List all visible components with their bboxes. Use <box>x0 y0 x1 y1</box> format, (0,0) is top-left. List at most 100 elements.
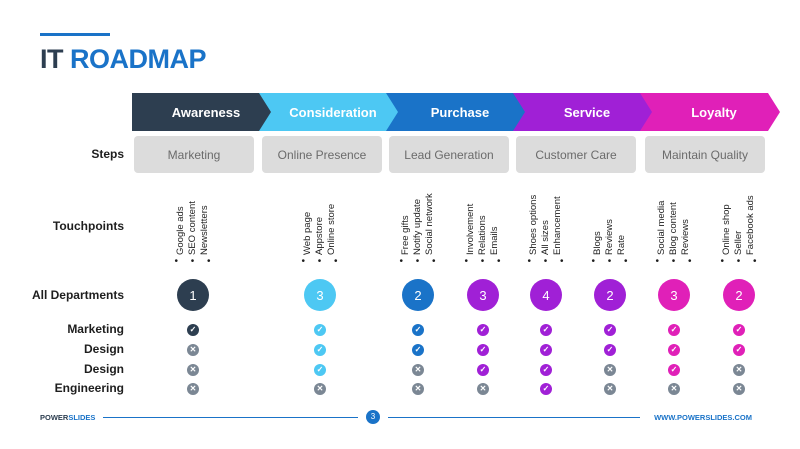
row-label-design-2: Design <box>83 362 124 376</box>
check-icon: ✓ <box>314 344 326 356</box>
row-label-design: Design <box>83 342 124 356</box>
step-box: Maintain Quality <box>645 136 765 173</box>
step-box: Lead Generation <box>389 136 509 173</box>
ellipsis-dots: • • • <box>591 256 633 267</box>
touchpoint-label: Newsletters <box>199 205 210 255</box>
page-title: IT ROADMAP <box>40 44 207 75</box>
check-icon: ✓ <box>540 324 552 336</box>
stage-arrow-loyalty: Loyalty <box>640 93 780 131</box>
cross-icon: ✕ <box>412 383 424 395</box>
check-icon: ✓ <box>187 324 199 336</box>
check-icon: ✓ <box>314 364 326 376</box>
department-count-badge: 3 <box>467 279 499 311</box>
page-number: 3 <box>366 410 380 424</box>
touchpoint-label: Reviews <box>680 219 691 255</box>
stage-arrow-purchase: Purchase <box>386 93 526 131</box>
department-count-badge: 1 <box>177 279 209 311</box>
touchpoint-label: Appstore <box>314 216 325 255</box>
cross-icon: ✕ <box>733 364 745 376</box>
department-count-badge: 2 <box>402 279 434 311</box>
check-icon: ✓ <box>412 344 424 356</box>
cross-icon: ✕ <box>668 383 680 395</box>
touchpoint-label: Social network <box>424 193 435 255</box>
stage-arrow-service: Service <box>513 93 653 131</box>
step-box: Online Presence <box>262 136 382 173</box>
row-label-steps: Steps <box>91 147 124 161</box>
check-icon: ✓ <box>604 344 616 356</box>
stage-arrow-awareness: Awareness <box>132 93 272 131</box>
row-label-touchpoints: Touchpoints <box>52 219 124 233</box>
check-icon: ✓ <box>540 344 552 356</box>
touchpoint-label: Emails <box>489 226 500 255</box>
footer-website: WWW.POWERSLIDES.COM <box>654 413 752 422</box>
cross-icon: ✕ <box>187 383 199 395</box>
touchpoint-label: Seller <box>733 230 744 255</box>
check-icon: ✓ <box>668 364 680 376</box>
title-accent-line <box>40 33 110 36</box>
cross-icon: ✕ <box>187 344 199 356</box>
touchpoint-label: Facebook ads <box>745 195 756 255</box>
department-count-badge: 2 <box>723 279 755 311</box>
check-icon: ✓ <box>412 324 424 336</box>
touchpoint-label: Relations <box>477 215 488 255</box>
cross-icon: ✕ <box>604 383 616 395</box>
ellipsis-dots: • • • <box>720 256 762 267</box>
cross-icon: ✕ <box>604 364 616 376</box>
touchpoint-label: Notify update <box>412 199 423 255</box>
brand-part-2: SLIDES <box>68 413 96 422</box>
check-icon: ✓ <box>733 324 745 336</box>
touchpoint-label: SEO content <box>187 201 198 255</box>
touchpoint-label: Involvement <box>465 203 476 255</box>
department-count-badge: 3 <box>304 279 336 311</box>
touchpoint-label: Web page <box>302 211 313 255</box>
stage-arrow-consideration: Consideration <box>259 93 399 131</box>
step-box: Customer Care <box>516 136 636 173</box>
check-icon: ✓ <box>314 324 326 336</box>
step-box: Marketing <box>134 136 254 173</box>
check-icon: ✓ <box>477 344 489 356</box>
check-icon: ✓ <box>604 324 616 336</box>
cross-icon: ✕ <box>477 383 489 395</box>
cross-icon: ✕ <box>314 383 326 395</box>
row-label-marketing: Marketing <box>67 322 124 336</box>
title-part-1: IT <box>40 44 70 74</box>
row-label-all-departments: All Departments <box>31 288 124 302</box>
check-icon: ✓ <box>668 344 680 356</box>
footer-line-left <box>103 417 358 418</box>
touchpoint-label: Shoes options <box>528 194 539 255</box>
brand-part-1: POWER <box>40 413 69 422</box>
check-icon: ✓ <box>668 324 680 336</box>
touchpoint-label: Rate <box>616 234 627 255</box>
ellipsis-dots: • • • <box>301 256 343 267</box>
row-label-engineering: Engineering <box>54 381 124 395</box>
department-count-badge: 2 <box>594 279 626 311</box>
footer-brand: POWERSLIDES <box>40 413 95 422</box>
footer-line-right <box>388 417 640 418</box>
touchpoint-label: Google ads <box>175 206 186 255</box>
check-icon: ✓ <box>477 324 489 336</box>
ellipsis-dots: • • • <box>464 256 506 267</box>
touchpoint-label: Blogs <box>592 231 603 255</box>
touchpoint-label: Online shop <box>721 204 732 255</box>
touchpoint-label: Online store <box>326 203 337 255</box>
touchpoint-label: Enhancement <box>552 196 563 255</box>
ellipsis-dots: • • • <box>527 256 569 267</box>
department-count-badge: 3 <box>658 279 690 311</box>
touchpoint-label: Social media <box>656 200 667 255</box>
touchpoint-label: Free gifts <box>400 215 411 255</box>
ellipsis-dots: • • • <box>655 256 697 267</box>
check-icon: ✓ <box>477 364 489 376</box>
check-icon: ✓ <box>540 383 552 395</box>
title-part-2: ROADMAP <box>70 44 207 74</box>
department-count-badge: 4 <box>530 279 562 311</box>
touchpoint-label: Reviews <box>604 219 615 255</box>
touchpoint-label: All sizes <box>540 220 551 255</box>
check-icon: ✓ <box>540 364 552 376</box>
cross-icon: ✕ <box>733 383 745 395</box>
ellipsis-dots: • • • <box>399 256 441 267</box>
check-icon: ✓ <box>733 344 745 356</box>
cross-icon: ✕ <box>187 364 199 376</box>
touchpoint-label: Blog content <box>668 202 679 255</box>
cross-icon: ✕ <box>412 364 424 376</box>
